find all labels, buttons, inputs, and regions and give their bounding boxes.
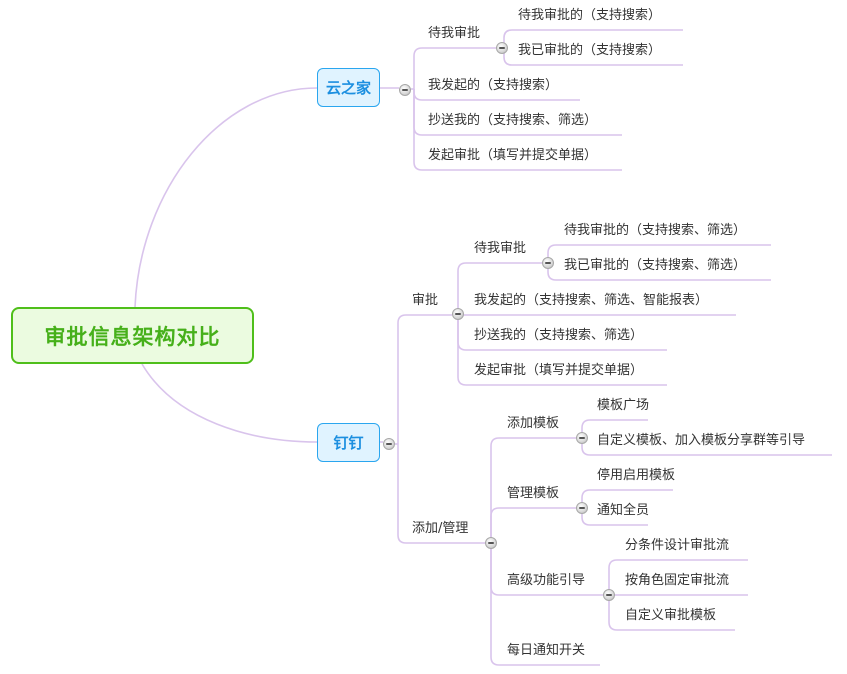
topic-dt-advanced[interactable]: 高级功能引导 <box>507 573 586 588</box>
topic-yzj-initiated[interactable]: 我发起的（支持搜索） <box>428 78 559 93</box>
topic-dt-manage-template[interactable]: 管理模板 <box>507 486 560 501</box>
connector-root-dingtalk <box>141 363 318 443</box>
topic-dt-add-manage[interactable]: 添加/管理 <box>412 521 469 536</box>
connector-branch <box>503 29 683 48</box>
topic-dt-start[interactable]: 发起审批（填写并提交单据） <box>474 363 644 378</box>
connector-branch <box>397 444 485 544</box>
topic-dt-cc[interactable]: 抄送我的（支持搜索、筛选） <box>474 328 644 343</box>
branch-yunzhijia[interactable]: 云之家 <box>317 68 380 107</box>
connector-branch <box>490 437 576 543</box>
connector-branch <box>581 508 648 526</box>
topic-dt-toggle-template[interactable]: 停用启用模板 <box>597 468 676 483</box>
minus-circle-icon[interactable] <box>542 257 554 269</box>
minus-circle-icon[interactable] <box>485 537 497 549</box>
topic-dt-add-template[interactable]: 添加模板 <box>507 416 560 431</box>
minus-circle-icon[interactable] <box>576 432 588 444</box>
minus-circle-icon[interactable] <box>496 42 508 54</box>
connector-branch <box>490 543 600 666</box>
topic-dt-custom-approval-template[interactable]: 自定义审批模板 <box>625 608 717 623</box>
topic-dt-approved-by-me[interactable]: 我已审批的（支持搜索、筛选） <box>564 258 747 273</box>
connector-branch <box>547 244 771 263</box>
topic-dt-custom-template[interactable]: 自定义模板、加入模板分享群等引导 <box>597 433 806 448</box>
connector-branch <box>413 89 622 171</box>
topic-yzj-pending[interactable]: 待我审批 <box>428 26 481 41</box>
topic-yzj-approved-by-me[interactable]: 我已审批的（支持搜索） <box>518 43 662 58</box>
connector-branch <box>581 489 673 508</box>
connector-branch <box>397 314 452 444</box>
topic-yzj-pending-to-me[interactable]: 待我审批的（支持搜索） <box>518 8 662 23</box>
topic-dt-role-flow[interactable]: 按角色固定审批流 <box>625 573 730 588</box>
topic-dt-template-square[interactable]: 模板广场 <box>597 398 650 413</box>
topic-dt-pending[interactable]: 待我审批 <box>474 241 527 256</box>
topic-dt-approval[interactable]: 审批 <box>412 293 439 308</box>
connector-branch <box>490 507 576 543</box>
connector-branch <box>547 263 771 281</box>
topic-dt-daily-notify[interactable]: 每日通知开关 <box>507 643 586 658</box>
root-topic[interactable]: 审批信息架构对比 <box>11 307 254 364</box>
topic-dt-conditional-flow[interactable]: 分条件设计审批流 <box>625 538 730 553</box>
connector-branch <box>503 48 683 66</box>
topic-yzj-start[interactable]: 发起审批（填写并提交单据） <box>428 148 598 163</box>
minus-circle-icon[interactable] <box>383 438 395 450</box>
minus-circle-icon[interactable] <box>603 589 615 601</box>
topic-dt-notify-all[interactable]: 通知全员 <box>597 503 650 518</box>
connector-branch <box>413 47 496 89</box>
topic-dt-pending-to-me[interactable]: 待我审批的（支持搜索、筛选） <box>564 223 747 238</box>
branch-dingtalk[interactable]: 钉钉 <box>317 423 380 462</box>
connector-branch <box>457 262 542 315</box>
topic-yzj-cc[interactable]: 抄送我的（支持搜索、筛选） <box>428 113 598 128</box>
connector-root-yunzhijia <box>134 87 318 308</box>
connector-branch <box>608 595 735 631</box>
connector-branch <box>457 315 667 386</box>
connector-branch <box>581 438 832 456</box>
minus-circle-icon[interactable] <box>399 84 411 96</box>
connector-branch <box>608 559 748 595</box>
minus-circle-icon[interactable] <box>576 502 588 514</box>
minus-circle-icon[interactable] <box>452 308 464 320</box>
topic-dt-initiated[interactable]: 我发起的（支持搜索、筛选、智能报表） <box>474 293 709 308</box>
connector-branch <box>581 419 648 438</box>
